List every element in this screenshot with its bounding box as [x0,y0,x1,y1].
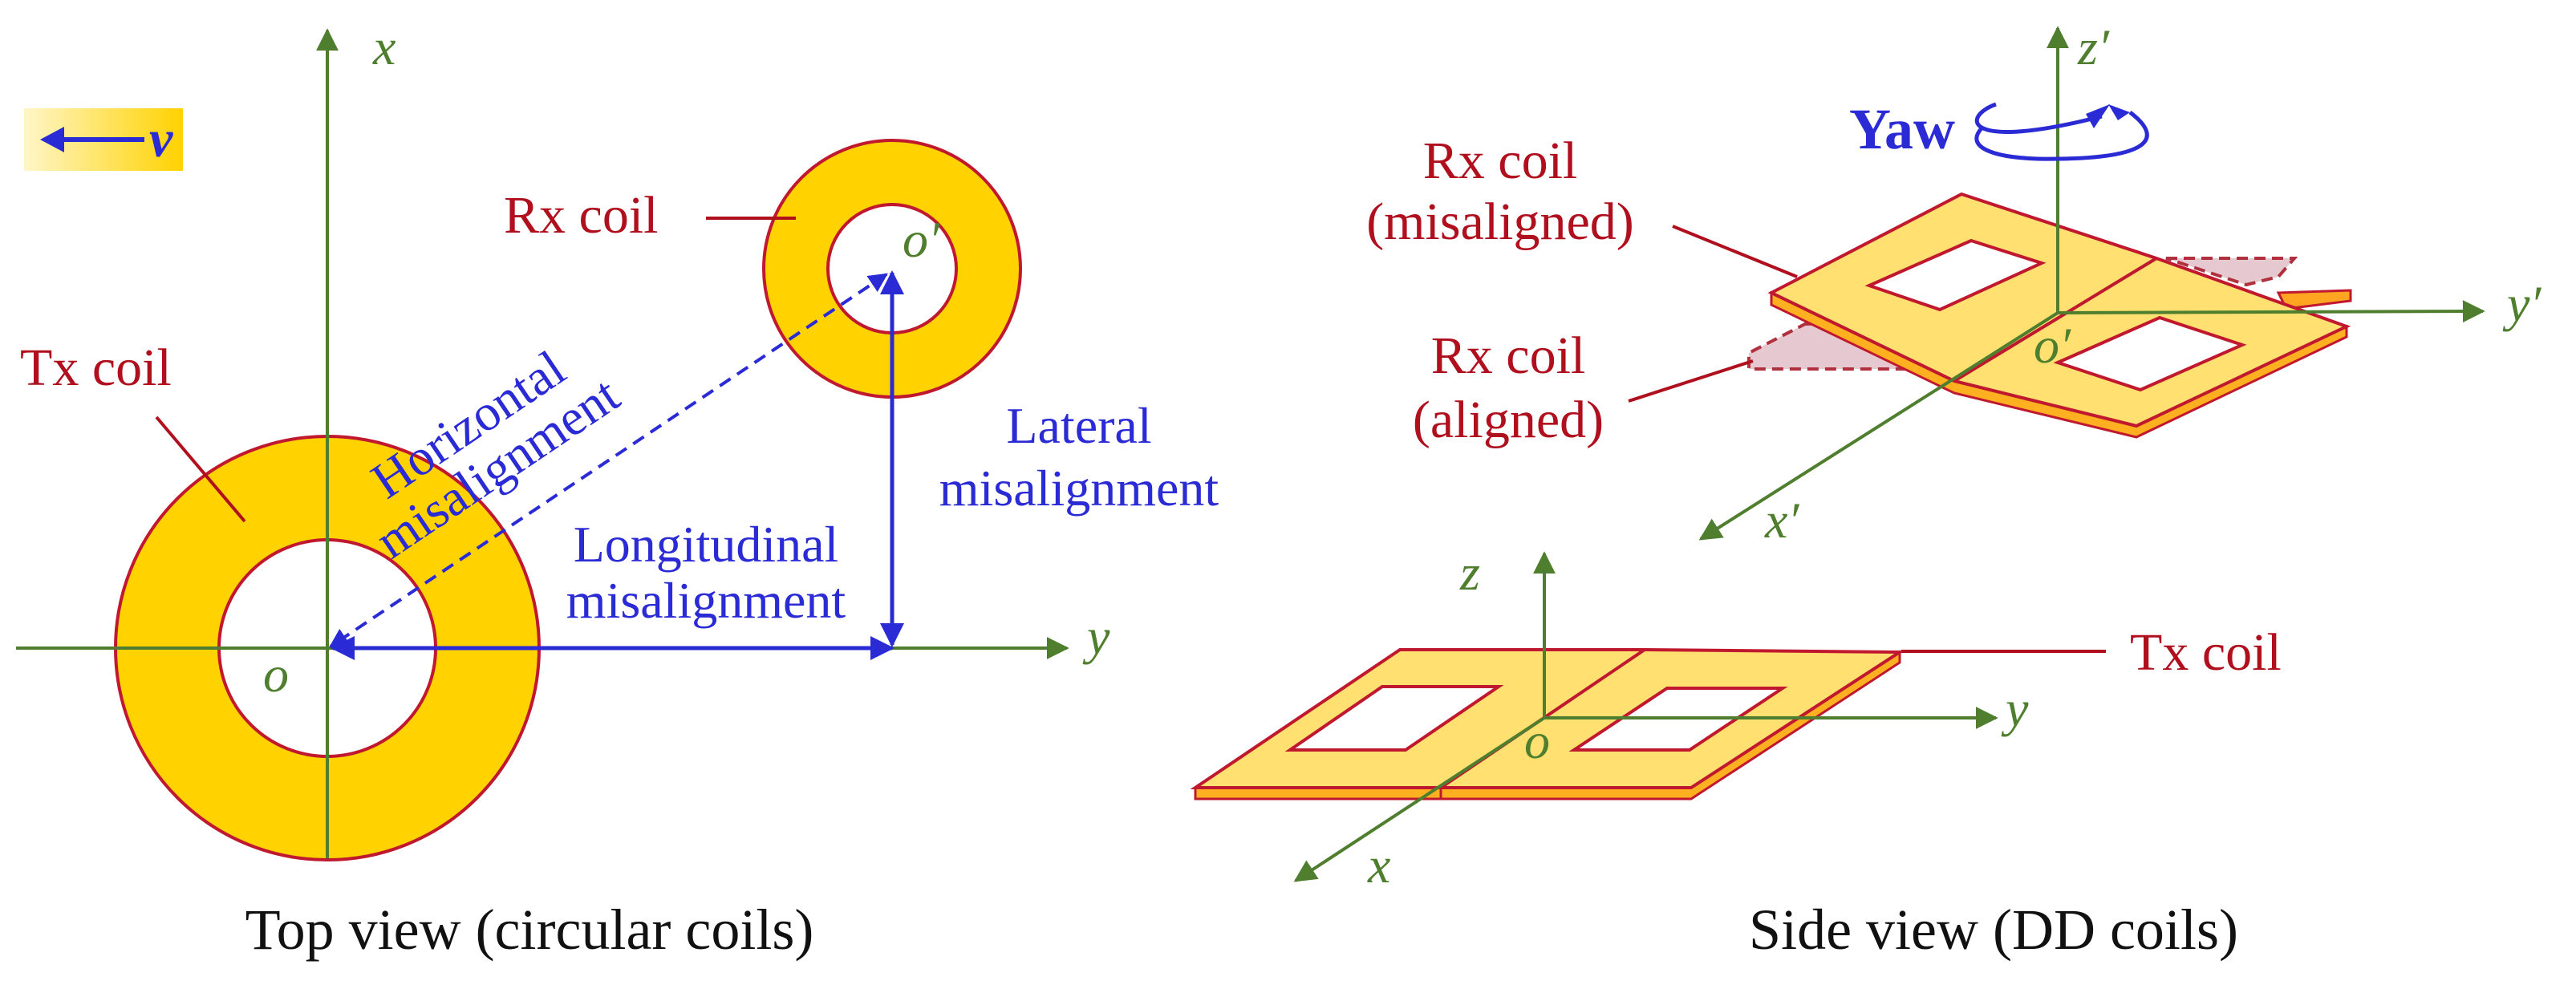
tx-dd-label: Tx coil [2130,623,2282,682]
tx-coil-label: Tx coil [20,338,172,397]
axis-x-prime-label: x′ [1764,492,1799,549]
velocity-badge: v [24,108,183,171]
top-view: v x y o o′ Tx coil Rx coil Horizontal [16,18,1219,962]
side-view-caption: Side view (DD coils) [1749,898,2238,962]
axis-z-label: z [1459,544,1480,601]
rx-coil-label: Rx coil [504,186,659,245]
lateral-line1: Lateral [1006,397,1151,454]
origin-side-label: o [1524,712,1550,769]
axis-x-label: x [372,18,396,75]
longitudinal-line1: Longitudinal [574,516,839,573]
origin-label: o [263,646,289,703]
top-view-caption: Top view (circular coils) [245,898,814,962]
yaw-label: Yaw [1849,97,1955,161]
x-axis-side [1293,716,1546,882]
lateral-line2: misalignment [939,460,1219,517]
y-prime-axis [2057,300,2485,323]
axis-x-side-label: x [1367,837,1390,894]
rx-aligned-line1: Rx coil [1431,326,1586,385]
rx-misaligned-line2: (misaligned) [1366,193,1634,251]
axis-y-prime-label: y′ [2502,275,2542,332]
tx-coil-leader [155,415,246,523]
rotation-arrow-icon [1974,102,2149,161]
axis-z-prime-label: z′ [2077,18,2110,75]
rx-aligned-line2: (aligned) [1413,391,1604,449]
arrow-left-icon [40,127,144,152]
side-view: Yaw z′ y′ x′ o′ Rx coil (misaligned) Rx … [1190,18,2542,962]
rx-misaligned-leader [1672,225,1798,278]
longitudinal-line2: misalignment [566,572,846,629]
origin-rx-label: o′ [903,211,940,268]
axis-y-label: y [1082,608,1110,665]
origin-prime-label: o′ [2034,317,2071,374]
axis-y-side-label: y [2001,680,2029,737]
x-prime-axis [1698,311,2059,541]
horizontal-misalignment-arrow [329,273,888,648]
velocity-symbol: v [149,110,173,168]
rx-misaligned-line1: Rx coil [1423,132,1578,190]
rx-aligned-leader [1628,359,1754,403]
